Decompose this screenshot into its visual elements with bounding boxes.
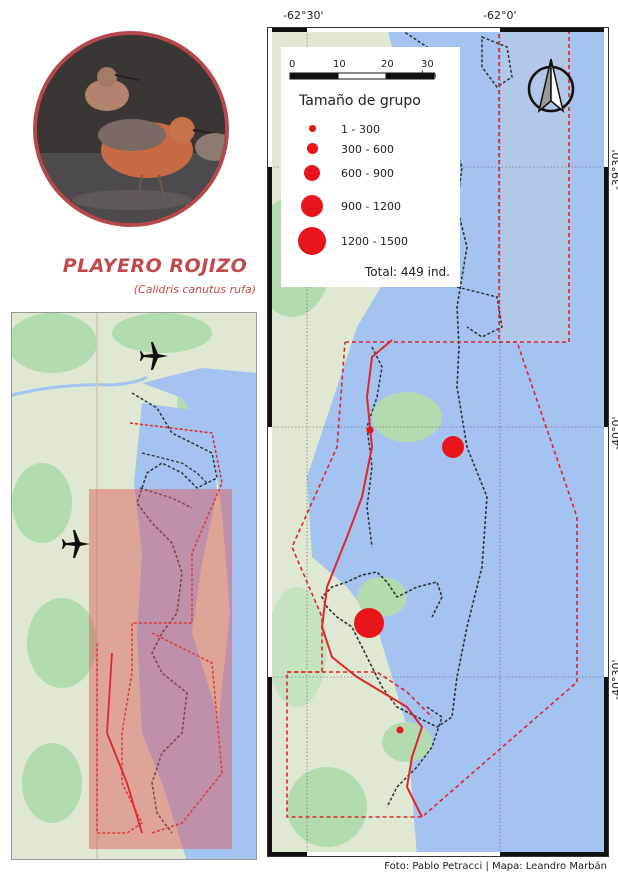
bird-photo	[37, 35, 225, 223]
legend-symbol	[301, 195, 323, 217]
north-arrow-icon	[527, 58, 575, 114]
latitude-label: -39°30'	[610, 149, 618, 191]
overview-map-canvas	[12, 313, 256, 859]
species-photo	[33, 31, 229, 227]
legend-item: 1200 - 1500	[281, 227, 460, 257]
observation-point	[354, 608, 384, 638]
scale-bar: 0 10 20 30 km	[289, 59, 449, 81]
scale-tick: 10	[333, 59, 346, 70]
species-scientific-name: (Calidris canutus rufa)	[133, 283, 256, 296]
credits: Foto: Pablo Petracci | Mapa: Leandro Mar…	[384, 861, 607, 872]
latitude-label: -40°0'	[610, 416, 618, 451]
legend-symbol	[309, 125, 316, 132]
legend-item: 900 - 1200	[281, 195, 460, 225]
legend-label: 300 - 600	[341, 143, 394, 156]
observation-point	[442, 436, 464, 458]
legend-symbol	[298, 227, 326, 255]
airplane-icon	[140, 342, 168, 370]
legend-label: 1 - 300	[341, 123, 380, 136]
legend-label: 600 - 900	[341, 167, 394, 180]
longitude-label: -62°30'	[283, 9, 324, 22]
map-legend: 0 10 20 30 km Tamaño de grupo 1 - 300 30…	[281, 47, 460, 287]
airplane-icon	[62, 530, 90, 558]
legend-symbol	[304, 165, 320, 181]
longitude-label: -62°0'	[483, 9, 517, 22]
scale-bar-graphic	[289, 72, 435, 80]
observation-point	[366, 426, 374, 434]
species-common-name: PLAYERO ROJIZO	[62, 255, 248, 277]
legend-symbol	[307, 143, 318, 154]
legend-label: 1200 - 1500	[341, 235, 408, 248]
legend-item: 300 - 600	[281, 143, 460, 173]
legend-total: Total: 449 ind.	[365, 265, 450, 279]
legend-label: 900 - 1200	[341, 200, 401, 213]
latitude-label: -40°30'	[610, 659, 618, 701]
scale-tick: 20	[381, 59, 394, 70]
legend-title: Tamaño de grupo	[299, 93, 421, 109]
overview-map	[11, 312, 257, 860]
legend-item: 600 - 900	[281, 165, 460, 195]
legend-item: 1 - 300	[281, 123, 460, 153]
observation-point	[396, 726, 404, 734]
scale-tick: 0	[289, 59, 296, 70]
